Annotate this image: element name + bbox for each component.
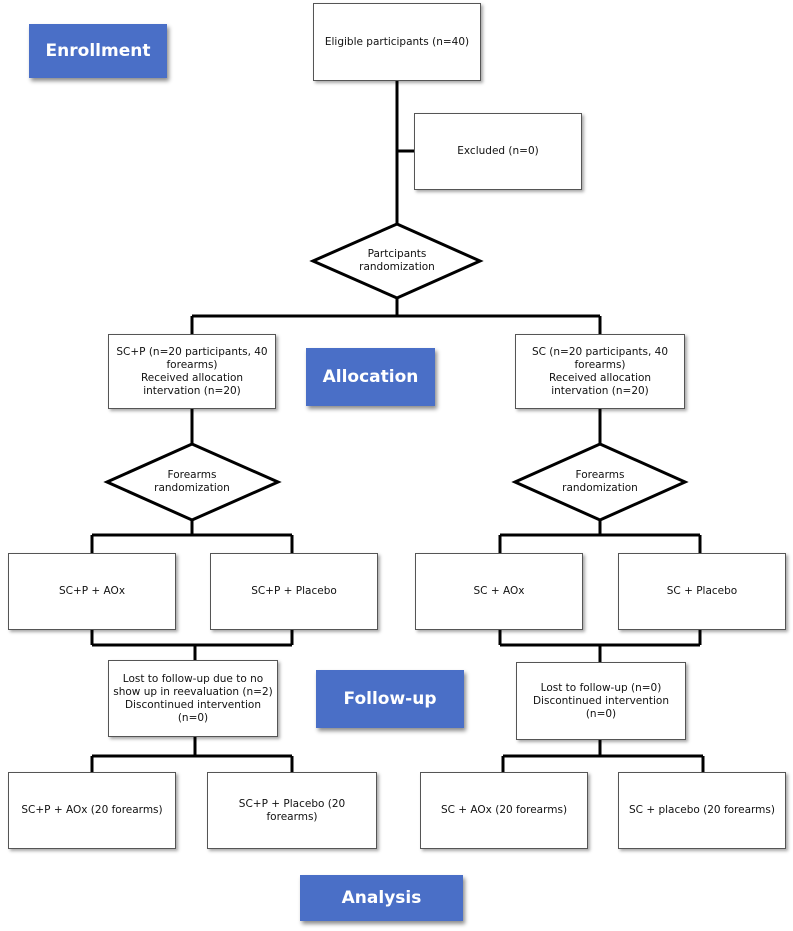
right-allocation-line2: Received allocation intervation (n=20) [548, 371, 652, 397]
left-analysis-aox-box: SC+P + AOx (20 forearms) [8, 772, 176, 849]
right-analysis-placebo-box: SC + placebo (20 forearms) [618, 772, 786, 849]
left-followup-line2: Discontinued intervention (n=0) [124, 698, 262, 724]
excluded-text: Excluded (n=0) [457, 145, 539, 157]
participants-randomization-diamond [309, 222, 484, 300]
left-followup-box: Lost to follow-up due to no show up in r… [108, 660, 278, 737]
stage-label-allocation: Allocation [306, 348, 435, 406]
participants-randomization-label: Partcipants randomization [359, 248, 435, 273]
stage-label-enrollment: Enrollment [29, 24, 167, 78]
left-analysis-placebo-box: SC+P + Placebo (20 forearms) [207, 772, 377, 849]
stage-label-followup: Follow-up [316, 670, 464, 728]
left-forearms-randomization-label: Forearms randomization [154, 469, 230, 494]
right-forearms-randomization-diamond [511, 442, 689, 522]
right-allocation-box: SC (n=20 participants, 40 forearms) Rece… [515, 334, 685, 409]
eligible-participants-text: Eligible participants (n=40) [324, 35, 470, 48]
right-forearms-randomization-label: Forearms randomization [562, 469, 638, 494]
right-followup-box: Lost to follow-up (n=0) Discontinued int… [516, 662, 686, 740]
left-group-aox-box: SC+P + AOx [8, 553, 176, 630]
left-followup-line1: Lost to follow-up due to no show up in r… [113, 672, 273, 698]
stage-label-analysis: Analysis [300, 875, 463, 921]
right-analysis-aox-box: SC + AOx (20 forearms) [420, 772, 588, 849]
excluded-box: Excluded (n=0) [414, 113, 582, 190]
right-followup-line2: Discontinued intervention (n=0) [532, 694, 670, 720]
right-allocation-line1: SC (n=20 participants, 40 forearms) [531, 345, 669, 371]
left-forearms-randomization-diamond [103, 442, 282, 522]
left-allocation-line1: SC+P (n=20 participants, 40 forearms) [116, 345, 268, 371]
eligible-participants-box: Eligible participants (n=40) [313, 3, 481, 81]
left-group-placebo-box: SC+P + Placebo [210, 553, 378, 630]
right-group-aox-box: SC + AOx [415, 553, 583, 630]
right-followup-line1: Lost to follow-up (n=0) [540, 681, 662, 694]
left-allocation-line2: Received allocation intervation (n=20) [140, 371, 244, 397]
right-group-placebo-box: SC + Placebo [618, 553, 786, 630]
left-allocation-box: SC+P (n=20 participants, 40 forearms) Re… [108, 334, 276, 409]
